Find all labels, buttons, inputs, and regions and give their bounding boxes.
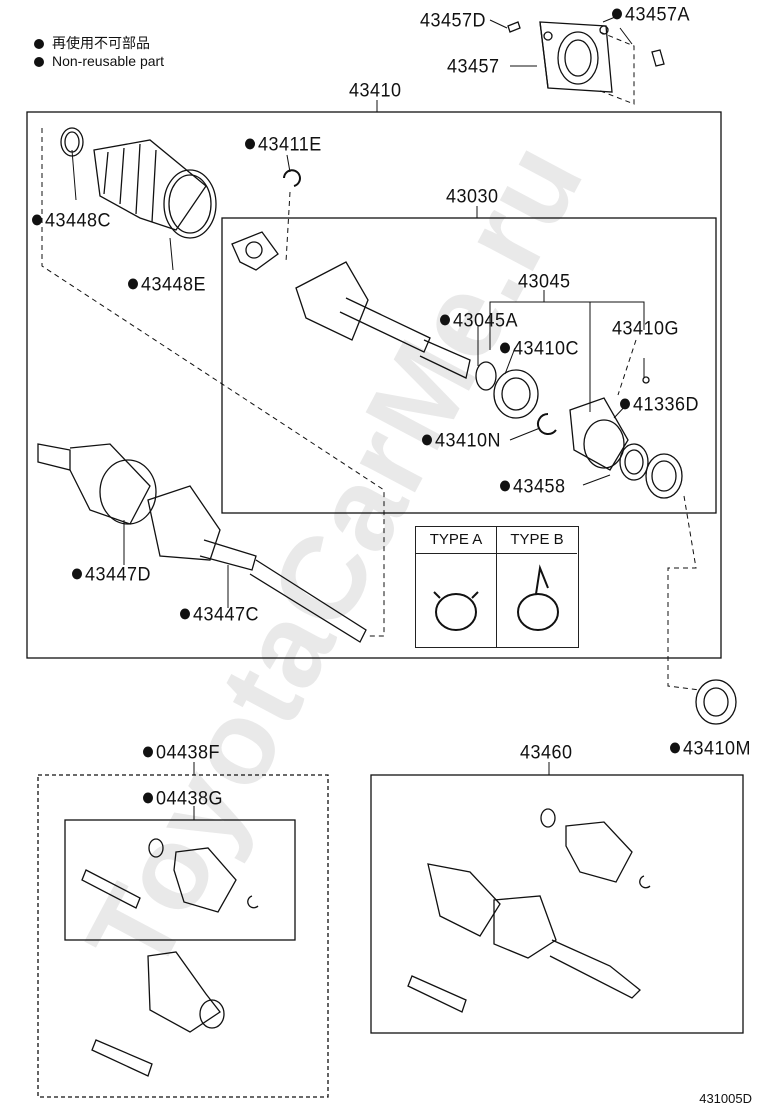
nonreusable-bullet-icon [422, 434, 432, 446]
label-43410N[interactable]: 43410N [422, 429, 501, 452]
assembly-43410-frame [26, 111, 722, 659]
figure-code: 431005D [699, 1091, 752, 1106]
clamp-type-legend: TYPE A TYPE B [415, 526, 579, 648]
label-43447D[interactable]: 43447D [72, 563, 151, 586]
label-43410[interactable]: 43410 [349, 79, 402, 101]
legend-nonreusable-en: Non-reusable part [34, 53, 164, 69]
legend-nonreusable-jp: 再使用不可部品 [34, 33, 150, 53]
label-43457A[interactable]: 43457A [612, 3, 690, 26]
label-43457[interactable]: 43457 [447, 55, 500, 77]
label-04438G[interactable]: 04438G [143, 787, 223, 810]
label-43410C[interactable]: 43410C [500, 337, 579, 360]
label-04438F[interactable]: 04438F [143, 741, 220, 764]
nonreusable-bullet-icon [32, 214, 42, 226]
label-43045[interactable]: 43045 [518, 270, 571, 292]
bullet-icon [34, 57, 44, 67]
nonreusable-bullet-icon [500, 342, 510, 354]
label-43448C[interactable]: 43448C [32, 209, 111, 232]
nonreusable-bullet-icon [245, 138, 255, 150]
kit-04438G-frame [64, 819, 296, 941]
assembly-43460-frame [370, 774, 744, 1034]
label-43411E[interactable]: 43411E [245, 133, 322, 156]
kit-04438F-frame [37, 774, 329, 1098]
label-43458[interactable]: 43458 [500, 475, 566, 498]
nonreusable-bullet-icon [143, 792, 153, 804]
type-b-header: TYPE B [497, 527, 577, 554]
nonreusable-bullet-icon [620, 398, 630, 410]
nonreusable-bullet-icon [143, 746, 153, 758]
label-43045A[interactable]: 43045A [440, 309, 518, 332]
nonreusable-bullet-icon [180, 608, 190, 620]
label-43410G[interactable]: 43410G [612, 317, 680, 339]
label-43448E[interactable]: 43448E [128, 273, 206, 296]
label-43457D[interactable]: 43457D [420, 9, 487, 31]
nonreusable-bullet-icon [128, 278, 138, 290]
label-43410M[interactable]: 43410M [670, 737, 751, 760]
nonreusable-bullet-icon [612, 8, 622, 20]
type-a-header: TYPE A [416, 527, 496, 554]
nonreusable-bullet-icon [440, 314, 450, 326]
label-43460[interactable]: 43460 [520, 741, 573, 763]
type-divider [496, 527, 497, 647]
nonreusable-bullet-icon [72, 568, 82, 580]
label-43447C[interactable]: 43447C [180, 603, 259, 626]
assembly-43030-frame [221, 217, 717, 514]
label-41336D[interactable]: 41336D [620, 393, 699, 416]
bullet-icon [34, 39, 44, 49]
label-43030[interactable]: 43030 [446, 185, 499, 207]
nonreusable-bullet-icon [500, 480, 510, 492]
nonreusable-bullet-icon [670, 742, 680, 754]
